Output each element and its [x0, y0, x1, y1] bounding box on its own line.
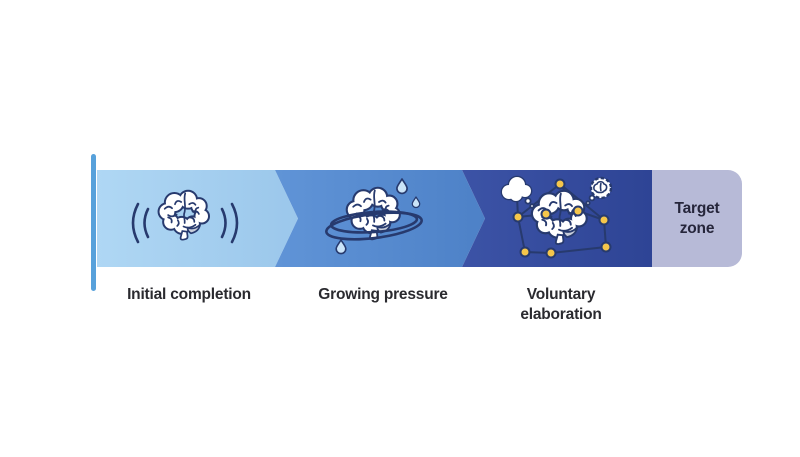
stage-label-initial-completion: Initial completion — [127, 286, 251, 303]
thought-bubble-brain — [585, 176, 613, 206]
sweating-brain-pressure-icon — [325, 178, 423, 255]
orbit-rings — [325, 210, 423, 241]
stage-label-growing-pressure: Growing pressure — [318, 286, 448, 303]
brain-glyph — [157, 189, 211, 241]
stage-label-voluntary-elaboration: Voluntary elaboration — [520, 286, 602, 323]
target-zone-block: Target zone — [652, 170, 742, 267]
target-zone-label: Target zone — [674, 199, 720, 237]
vibration-arcs — [131, 202, 239, 244]
thought-cloud — [500, 175, 535, 209]
vibrating-brain-icon — [131, 189, 239, 244]
start-accent-line — [91, 154, 96, 291]
brain-network-ideas-icon — [500, 175, 613, 259]
brain-glyph — [530, 189, 588, 245]
network-nodes — [512, 178, 612, 259]
sweat-droplets — [335, 178, 421, 255]
